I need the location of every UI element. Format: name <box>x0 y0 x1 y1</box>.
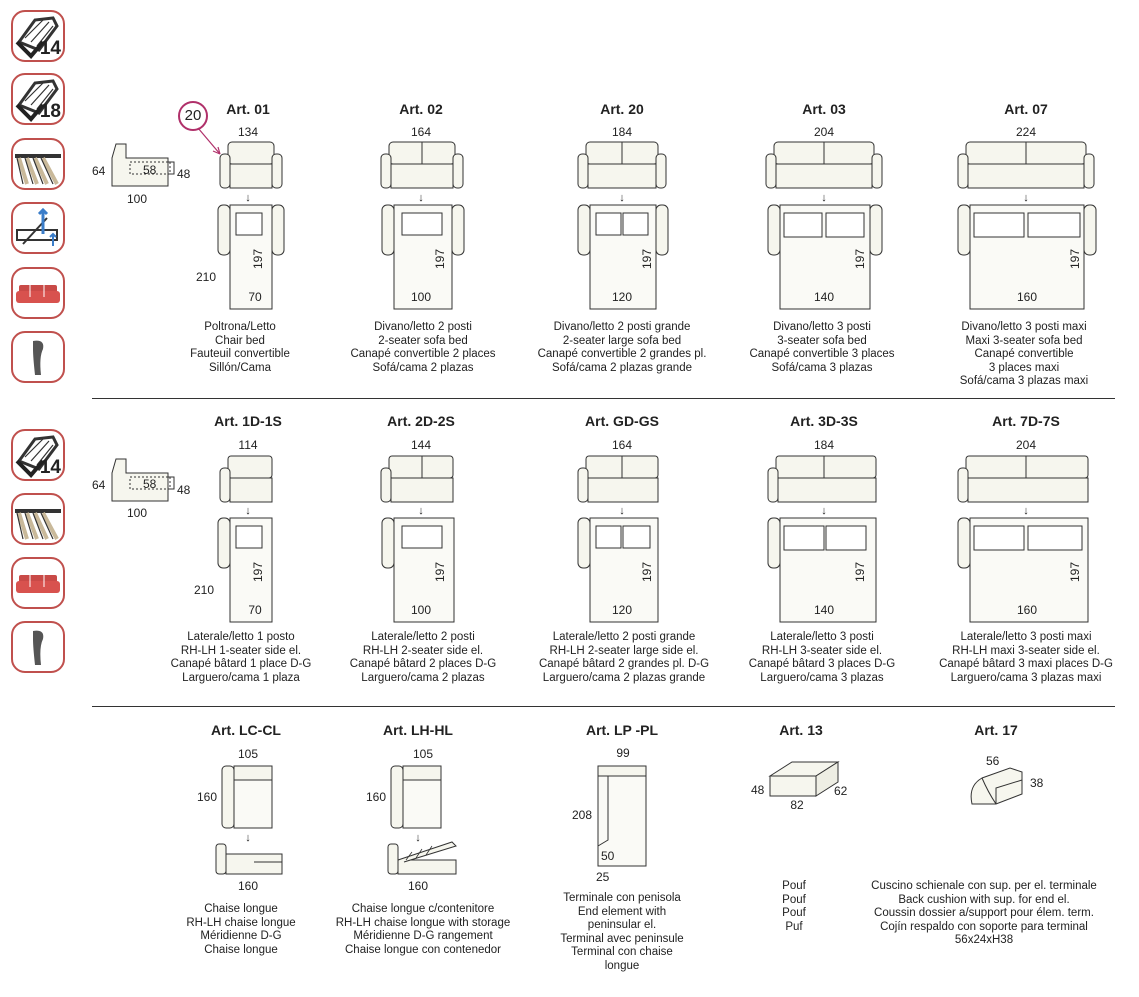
sofa-side-view <box>111 143 175 187</box>
bed-open-view <box>767 517 877 623</box>
article-description: Cuscino schienale con sup. per el. termi… <box>871 880 1097 947</box>
pouf-view <box>768 761 840 797</box>
bed-open-view <box>381 517 455 623</box>
article-title: Art. 3D-3S <box>790 413 858 429</box>
article-title: Art. 17 <box>974 722 1018 738</box>
article-title: Art. 13 <box>779 722 823 738</box>
article-title: Art. 2D-2S <box>387 413 455 429</box>
article-title: Art. 03 <box>802 101 846 117</box>
chaise-top-view <box>221 765 273 829</box>
sofa-front-view <box>765 141 883 189</box>
bed-open-view <box>381 204 465 310</box>
sofa-front-view <box>577 141 667 189</box>
sofa-front-view <box>219 455 273 503</box>
article-title: Art. 1D-1S <box>214 413 282 429</box>
article-title: Art. 7D-7S <box>992 413 1060 429</box>
bed-open-view <box>577 204 669 310</box>
sofa-front-view <box>380 455 454 503</box>
armrest-icon <box>11 331 65 383</box>
foam-18-icon: 18 <box>11 73 65 125</box>
chaise-top-view <box>390 765 442 829</box>
callout-arrow <box>197 127 221 155</box>
bed-open-view <box>767 204 883 310</box>
article-title: Art. GD-GS <box>585 413 659 429</box>
sofa-front-view <box>219 141 283 189</box>
article-title: Art. LP -PL <box>585 722 659 738</box>
peninsula-top-view <box>597 765 647 867</box>
armrest-icon <box>11 621 65 673</box>
sofa-front-view <box>957 141 1095 189</box>
bed-open-view <box>957 204 1097 310</box>
bed-open-view <box>957 517 1089 623</box>
foam-14-icon: 14 <box>11 10 65 62</box>
back-cushion-view <box>970 767 1023 805</box>
section-divider <box>92 706 1115 707</box>
mechanism-icon <box>11 202 65 254</box>
callout-badge: 20 <box>178 101 208 131</box>
bed-open-view <box>217 517 273 623</box>
bed-open-view <box>217 204 285 310</box>
article-title: Art. 20 <box>600 101 644 117</box>
sofa-front-view <box>380 141 464 189</box>
sofa-red-icon <box>11 267 65 319</box>
sofa-red-icon <box>11 557 65 609</box>
slats-icon <box>11 493 65 545</box>
section-divider <box>92 398 1115 399</box>
foam-14-icon: 14 <box>11 429 65 481</box>
sofa-front-view <box>767 455 877 503</box>
chaise-side-view <box>215 843 283 875</box>
article-title: Art. 02 <box>399 101 443 117</box>
slats-icon <box>11 138 65 190</box>
article-title: Art. LC-CL <box>211 722 281 738</box>
article-title: Art. LH-HL <box>383 722 453 738</box>
chaise-storage-view <box>387 841 457 875</box>
article-title: Art. 01 <box>226 101 270 117</box>
article-title: Art. 07 <box>1004 101 1048 117</box>
sofa-front-view <box>577 455 659 503</box>
bed-open-view <box>577 517 659 623</box>
sofa-side-view <box>111 458 175 502</box>
sofa-front-view <box>957 455 1089 503</box>
